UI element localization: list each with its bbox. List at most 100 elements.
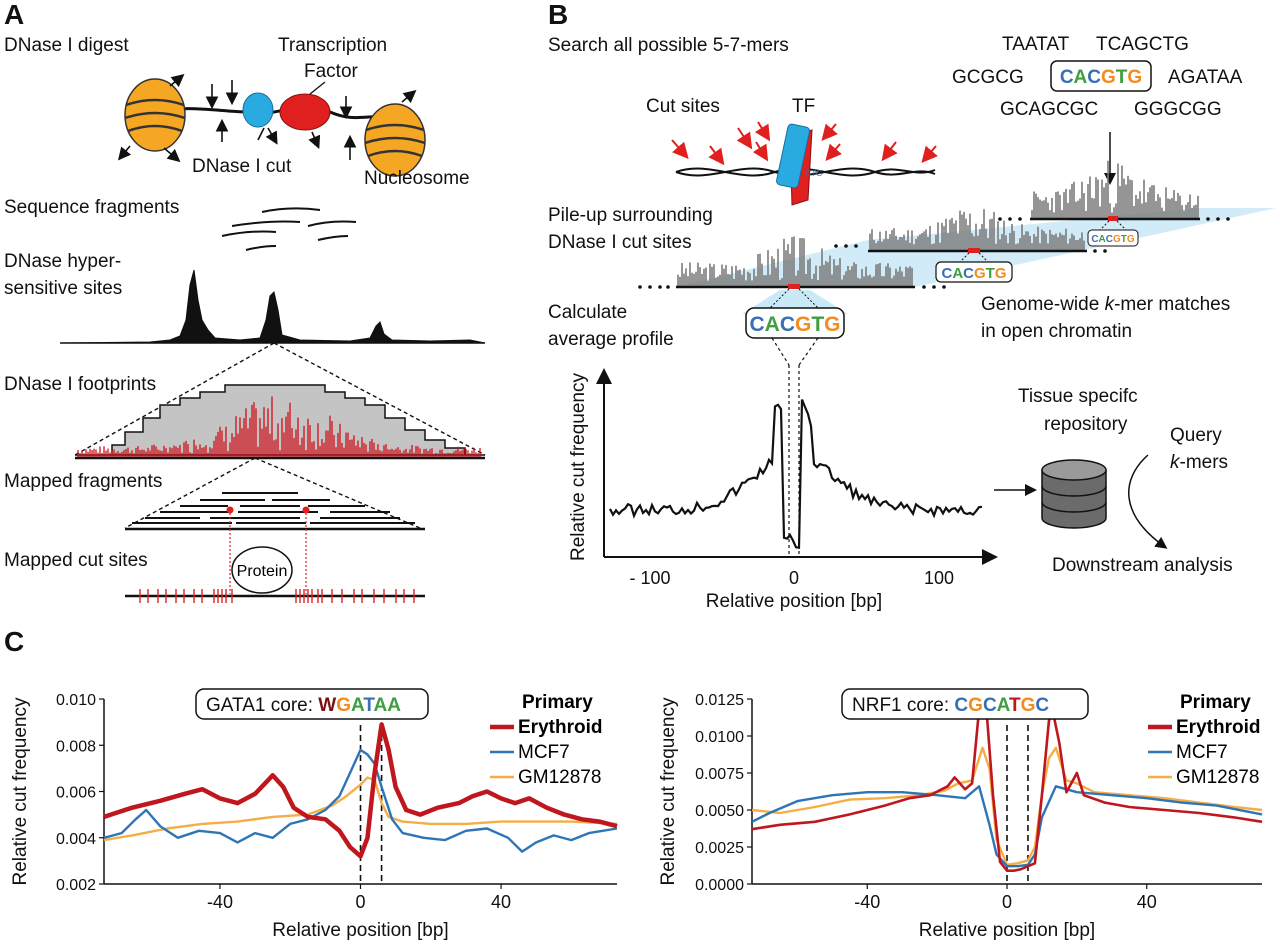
x-tick-label: 0 — [355, 892, 365, 912]
motif-letter: G — [1127, 67, 1142, 88]
b-tf-shape: GTG — [776, 123, 822, 206]
protein-label: Protein — [237, 563, 288, 580]
motif-letter: A — [1074, 67, 1088, 88]
b-x-tick-100: 100 — [924, 568, 954, 588]
pileup-motif-3: CACGTG — [1091, 234, 1135, 245]
mapped-cut-sites-label: Mapped cut sites — [4, 550, 148, 571]
kmer-3: GCGCG — [952, 67, 1024, 88]
footprint-grey-profile — [75, 384, 485, 456]
y-tick-label: 0.006 — [56, 785, 96, 802]
query-arrow — [1128, 454, 1168, 549]
y-axis-title: Relative cut frequency — [10, 697, 31, 885]
tissue-label-line1: Tissue specifc — [1018, 386, 1138, 407]
motif-letter: C — [780, 313, 795, 336]
b-x-tick-0: 0 — [789, 568, 799, 588]
motif-letter: G — [974, 265, 986, 282]
average-motif-box — [745, 307, 845, 339]
dhs-label-line1: DNase hyper- — [4, 251, 121, 272]
motif-letter: T — [1116, 67, 1128, 88]
dhs-label-line2: sensitive sites — [4, 278, 122, 299]
legend-item-erythroid: Erythroid — [518, 717, 602, 738]
pileup-motif-box-2 — [935, 261, 1013, 283]
motif-letter: G — [995, 265, 1007, 282]
y-tick-label: 0.010 — [56, 692, 96, 709]
zoom-lines-2 — [124, 457, 421, 529]
kmer-2: TCAGCTG — [1096, 34, 1189, 55]
y-tick-label: 0.002 — [56, 877, 96, 894]
sequence-fragments — [221, 207, 357, 251]
database-icon — [1041, 459, 1107, 529]
series-line-mcf7 — [103, 748, 618, 853]
legend-item-gm12878: GM12878 — [1176, 767, 1259, 788]
dnase-cut-arrows — [117, 73, 417, 163]
motif-letter: A — [952, 265, 963, 282]
cut-site-ticks — [139, 589, 415, 603]
x-tick-label: 40 — [491, 892, 511, 912]
dnase-cut-label: DNase I cut — [192, 156, 292, 177]
y-axis-title: Relative cut frequency — [658, 697, 679, 885]
average-label-line2: average profile — [548, 329, 674, 350]
kmer-4: AGATAA — [1168, 67, 1243, 88]
y-tick-label: 0.0000 — [695, 877, 744, 894]
tf-label-line2: Factor — [304, 61, 359, 82]
y-tick-label: 0.0125 — [695, 692, 744, 709]
footprint-red-signal — [77, 396, 481, 457]
x-axis-title: Relative position [bp] — [272, 920, 448, 941]
selected-kmer-motif: CACGTG — [1060, 67, 1142, 88]
motif-letter: T — [811, 313, 824, 336]
panel-c-letter: C — [4, 626, 24, 657]
motif-label-box — [195, 688, 429, 720]
cut-guides — [229, 513, 307, 594]
motif-letter: G — [795, 313, 811, 336]
series-line-gm12878 — [751, 746, 1263, 866]
fragment-end-right — [302, 506, 310, 514]
motif-letter: A — [765, 313, 780, 336]
x-tick-label: 40 — [1137, 892, 1157, 912]
motif-label: NRF1 core: CGCATGC — [852, 695, 1049, 716]
motif-letter: T — [1121, 234, 1127, 245]
tf-small-blue — [242, 92, 274, 128]
motif-label: GATA1 core: WGATAA — [206, 695, 401, 716]
legend-item-mcf7: MCF7 — [1176, 742, 1228, 763]
pileup-motif-2: CACGTG — [941, 265, 1006, 282]
panel-a: A DNase I digest — [4, 0, 486, 603]
motif-letter: G — [1113, 234, 1121, 245]
tf-red — [279, 93, 331, 131]
y-tick-label: 0.0075 — [695, 766, 744, 783]
b-x-tick-neg100: - 100 — [629, 568, 670, 588]
cut-sites-label: Cut sites — [646, 96, 720, 117]
nucleosome-label: Nucleosome — [364, 168, 470, 189]
legend-item-gm12878: GM12878 — [518, 767, 601, 788]
b-x-axis-title: Relative position [bp] — [706, 591, 882, 612]
footprints-label: DNase I footprints — [4, 374, 156, 395]
y-tick-label: 0.008 — [56, 738, 96, 755]
motif-letter: C — [963, 265, 974, 282]
genome-wide-label-line1: Genome-wide k-mer matches — [981, 294, 1230, 315]
legend-title: Primary — [522, 692, 593, 713]
x-axis-title: Relative position [bp] — [919, 920, 1095, 941]
b-dna-helix — [675, 167, 936, 177]
protein-shape — [231, 546, 293, 594]
motif-letter: G — [824, 313, 840, 336]
pileup-motif-box-3 — [1087, 229, 1139, 247]
y-tick-label: 0.0050 — [695, 803, 744, 820]
legend-item-mcf7: MCF7 — [518, 742, 570, 763]
tissue-label-line2: repository — [1044, 414, 1128, 435]
motif-letter: G — [1127, 234, 1135, 245]
average-cut-profile — [609, 399, 983, 549]
y-tick-label: 0.004 — [56, 831, 96, 848]
b-cut-arrows — [671, 121, 938, 166]
zoom-lines-1 — [74, 342, 486, 456]
tf-pointer — [309, 81, 326, 95]
average-motif: CACGTG — [749, 313, 840, 336]
motif-label-box — [841, 688, 1089, 720]
motif-letter: C — [749, 313, 764, 336]
y-tick-label: 0.0025 — [695, 840, 744, 857]
motif-letter: C — [1060, 67, 1074, 88]
motif-letter: C — [1106, 234, 1113, 245]
x-tick-label: -40 — [207, 892, 233, 912]
genome-wide-label-line2: in open chromatin — [981, 321, 1132, 342]
panel-b: B Search all possible 5-7-mers TAATAT TC… — [548, 0, 1276, 612]
x-tick-label: 0 — [1002, 892, 1012, 912]
